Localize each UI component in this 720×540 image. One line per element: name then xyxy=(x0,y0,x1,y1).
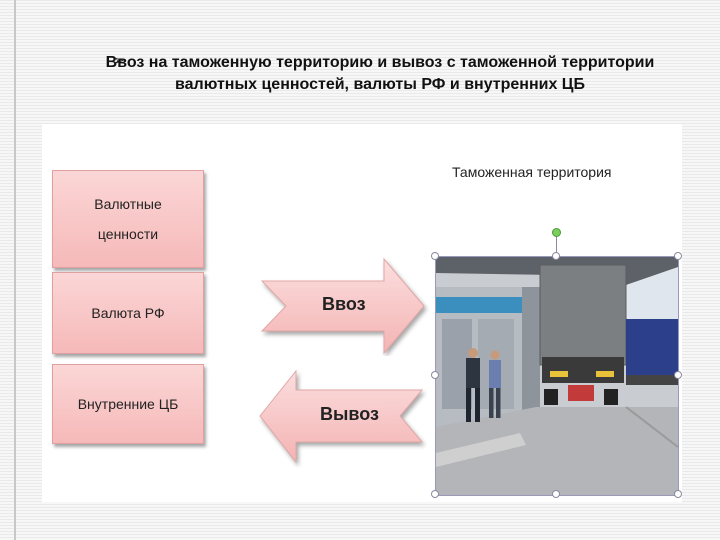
resize-handle-bottom-right[interactable] xyxy=(674,490,682,498)
resize-handle-top-left[interactable] xyxy=(431,252,439,260)
rotation-handle-line xyxy=(556,235,557,255)
resize-handle-middle-right[interactable] xyxy=(674,371,682,379)
rotation-handle[interactable] xyxy=(552,228,561,237)
import-arrow xyxy=(260,257,425,355)
export-label: Вывоз xyxy=(320,404,379,424)
box-ruble-currency: Валюта РФ xyxy=(52,272,204,354)
resize-handle-bottom-left[interactable] xyxy=(431,490,439,498)
import-label: Ввоз xyxy=(322,294,366,314)
resize-handle-middle-left[interactable] xyxy=(431,371,439,379)
resize-handle-top-right[interactable] xyxy=(674,252,682,260)
export-arrow xyxy=(259,369,424,464)
resize-handle-bottom-middle[interactable] xyxy=(552,490,560,498)
box-domestic-securities: Внутренние ЦБ xyxy=(52,364,204,444)
slide-left-border xyxy=(14,0,16,540)
customs-checkpoint-photo xyxy=(435,256,679,496)
bullet-arrow-icon: ➢ xyxy=(113,52,125,68)
resize-handle-top-middle[interactable] xyxy=(552,252,560,260)
slide-title: Ввоз на таможенную территорию и вывоз с … xyxy=(105,54,655,93)
box-currency-valuables: Валютные ценности xyxy=(52,170,204,268)
customs-territory-label: Таможенная территория xyxy=(452,164,612,180)
